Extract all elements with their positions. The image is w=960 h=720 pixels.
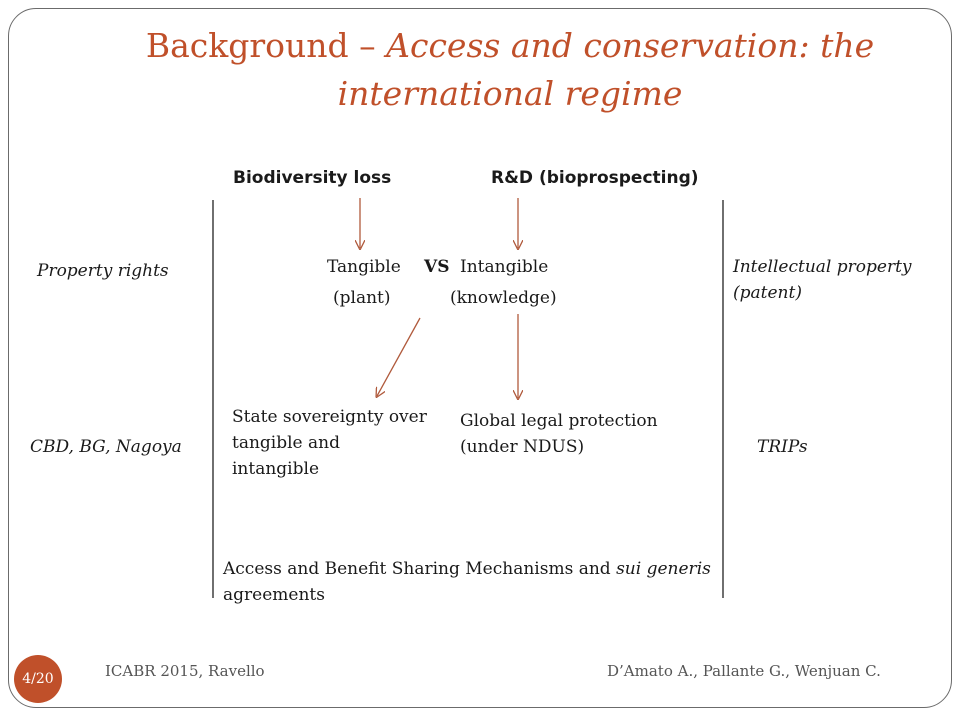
footer-conference: ICABR 2015, Ravello [105, 662, 265, 680]
arrow-plant-to-sovereignty [377, 317, 421, 396]
footer-authors: D’Amato A., Pallante G., Wenjuan C. [607, 662, 881, 680]
abs-text-part2: agreements [223, 585, 325, 605]
label-plant: (plant) [333, 288, 391, 308]
label-vs: VS [424, 257, 450, 277]
slide-title: Background – Access and conservation: th… [80, 22, 940, 118]
heading-rd-bioprospecting: R&D (bioprospecting) [491, 168, 699, 188]
label-cbd-bg-nagoya: CBD, BG, Nagoya [30, 437, 182, 457]
title-plain: : the [798, 26, 875, 65]
abs-text-part1: Access and Benefit Sharing Mechanisms an… [223, 559, 617, 579]
label-abs-mechanisms: Access and Benefit Sharing Mechanisms an… [223, 556, 723, 608]
label-property-rights: Property rights [37, 261, 169, 281]
label-trips: TRIPs [757, 437, 808, 457]
label-intellectual-property: Intellectual property (patent) [733, 257, 912, 303]
title-line2: international regime [337, 74, 683, 113]
page-number-badge: 4/20 [14, 655, 62, 703]
label-tangible: Tangible [327, 257, 401, 277]
title-italic: Access and conservation [386, 26, 799, 65]
title-prefix: Background – [145, 26, 387, 65]
slide-frame [8, 8, 952, 708]
label-global-protection: Global legal protection (under NDUS) [460, 411, 658, 457]
label-state-sovereignty: State sovereignty over tangible and inta… [232, 407, 427, 479]
heading-biodiversity-loss: Biodiversity loss [233, 168, 392, 188]
label-knowledge: (knowledge) [450, 288, 557, 308]
label-intangible: Intangible [460, 257, 549, 277]
abs-italic-generis: generis [646, 559, 711, 579]
abs-italic-sui: sui [616, 559, 642, 579]
